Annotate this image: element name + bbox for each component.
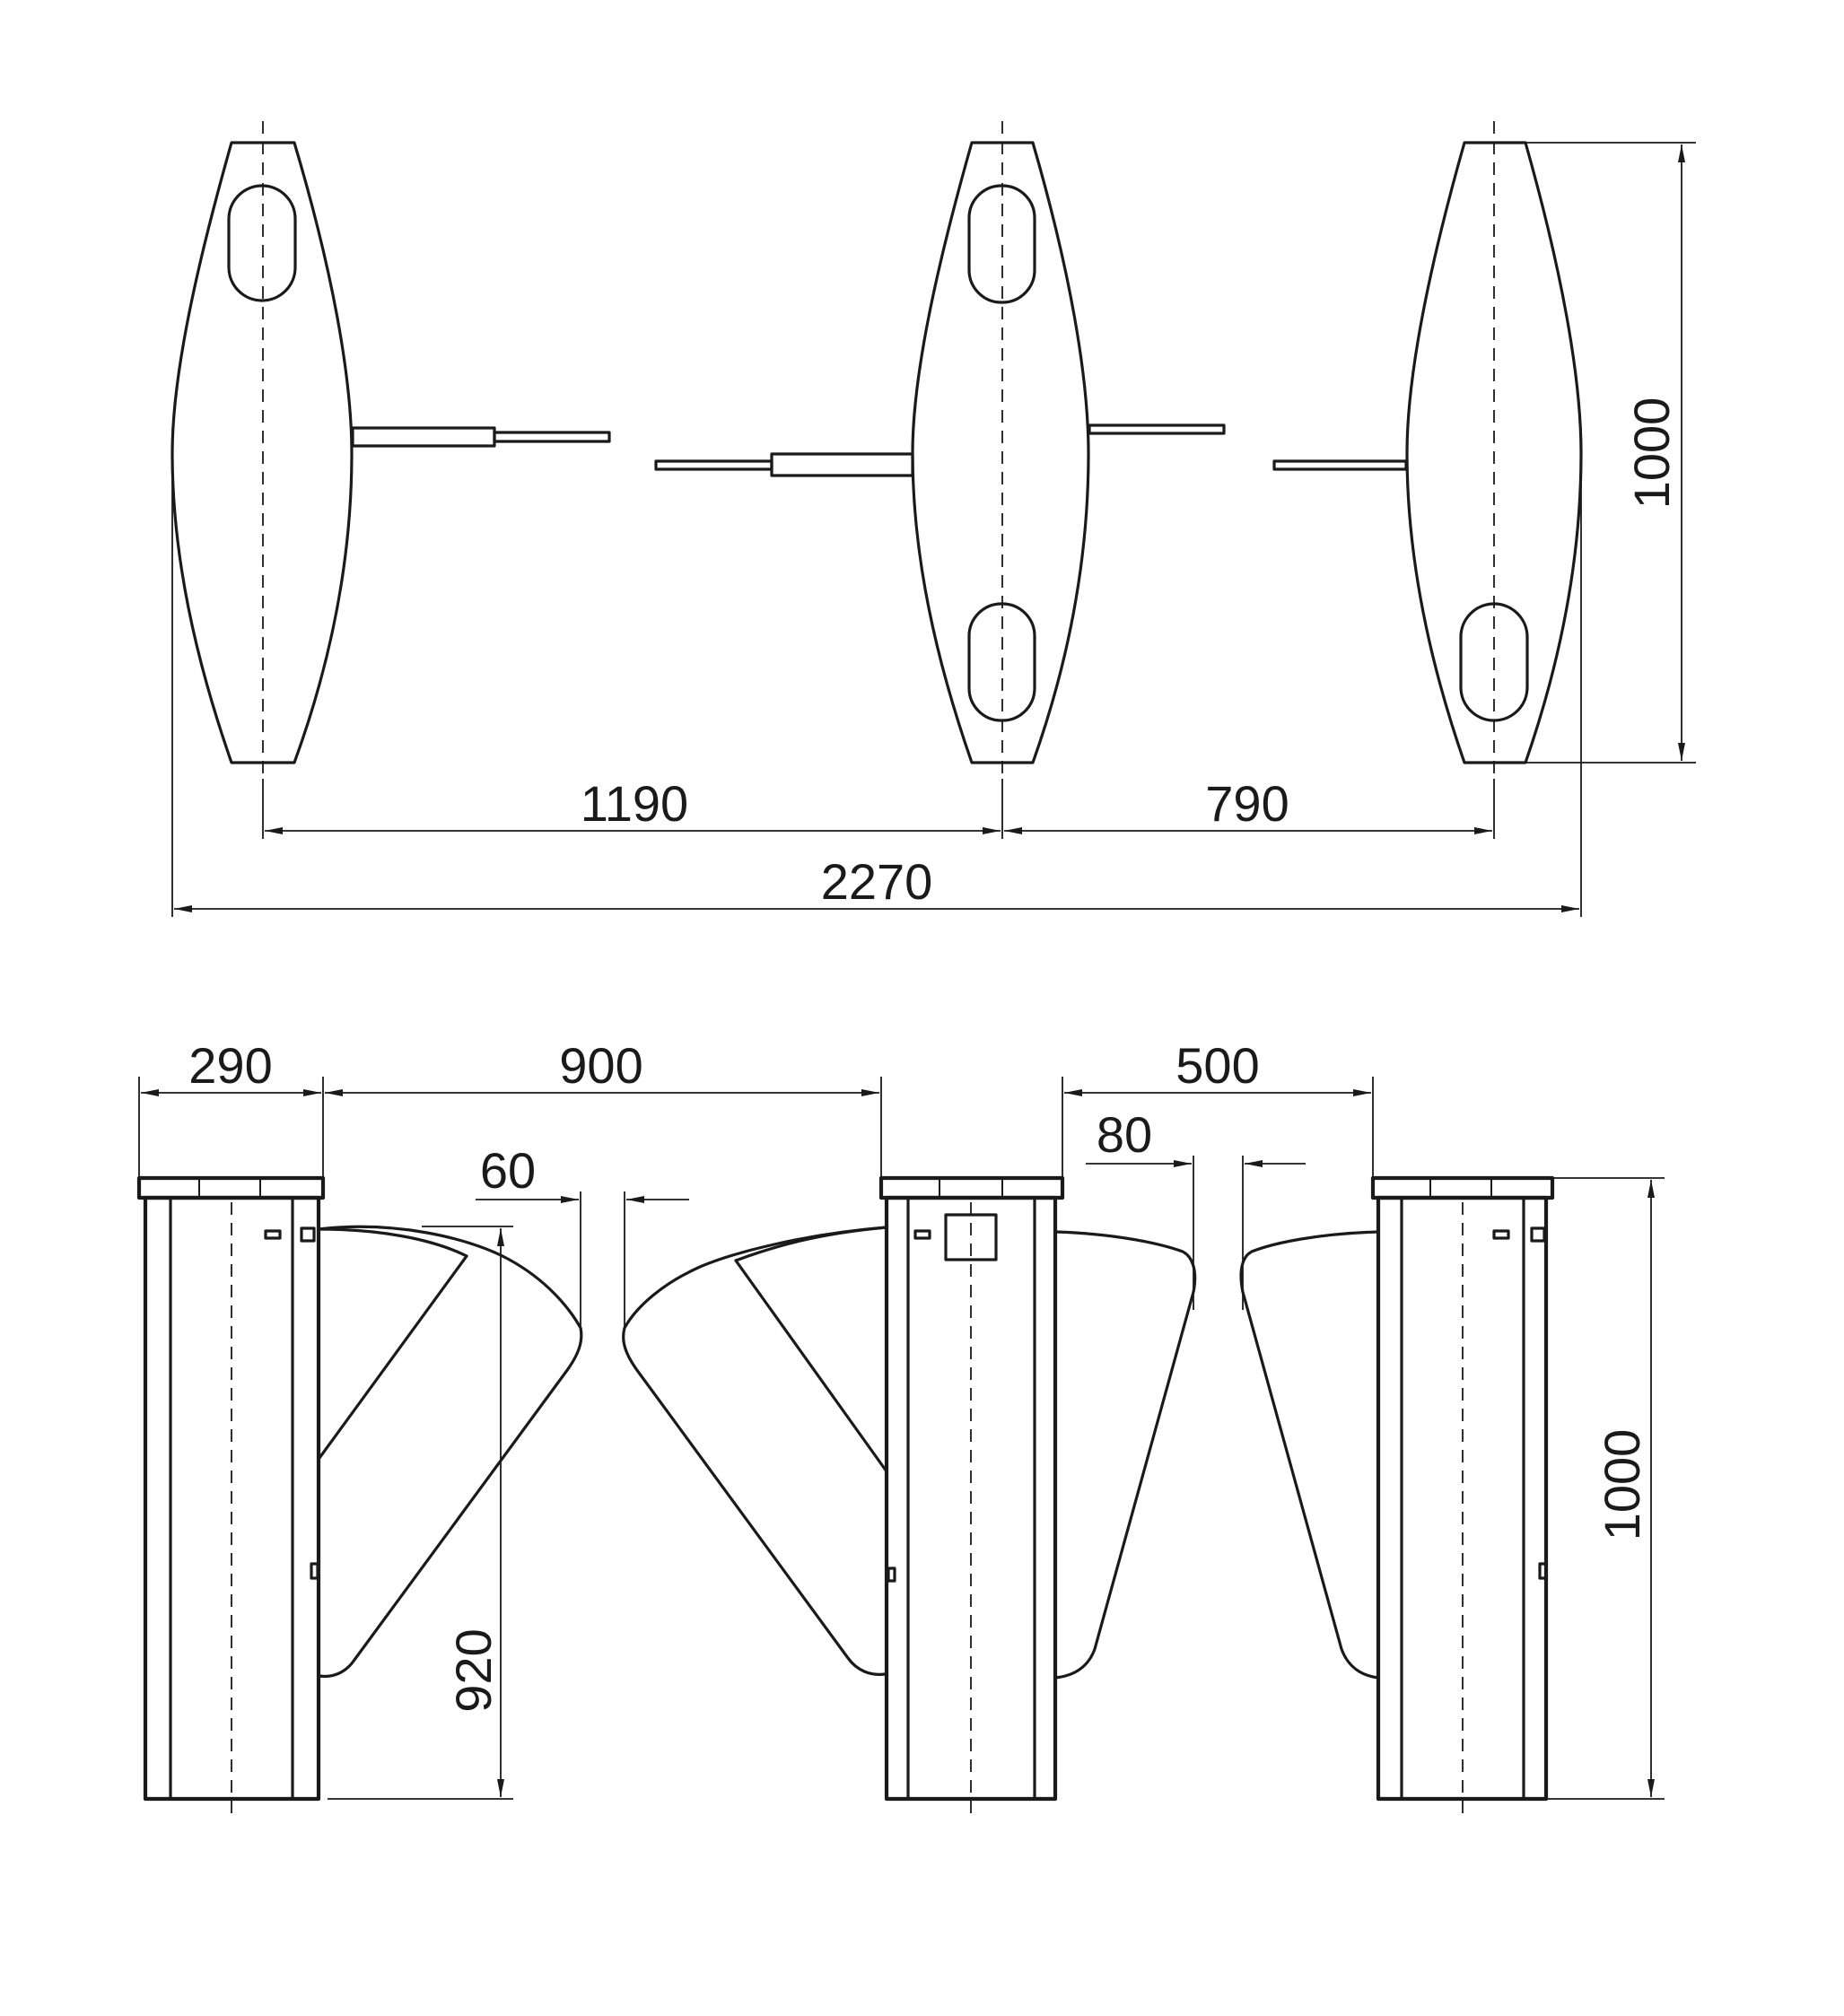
front-cabinet-middle: [622, 1175, 1197, 1820]
dim-flap-gap-narrow-label: 80: [1097, 1106, 1152, 1163]
top-cabinet-middle-cutout-top: [967, 184, 1036, 304]
front-cabinet-middle-cap: [878, 1175, 1065, 1200]
dim-passage-narrow-label: 500: [1175, 1037, 1259, 1094]
front-flap-left: [317, 1225, 583, 1679]
top-cabinet-right: [1272, 121, 1583, 779]
dim-gap-1: 1190: [262, 775, 1003, 839]
dim-cabinet-width: 290: [138, 1037, 324, 1178]
dim-overall-width-label: 2270: [821, 853, 933, 910]
top-arm-left-base: [351, 426, 496, 448]
dim-overall-width: 2270: [171, 453, 1582, 917]
dim-gap-2: 790: [1004, 775, 1495, 839]
front-view: 290 900 500 60 80: [136, 1037, 1665, 1820]
top-arm-middle-tip: [654, 459, 773, 471]
front-flap-right: [1239, 1230, 1380, 1680]
front-flap-middle-right: [1053, 1230, 1197, 1680]
dim-passage-wide: 900: [325, 1037, 882, 1178]
dim-flap-gap-wide: 60: [476, 1142, 689, 1328]
top-arm-right: [1272, 459, 1408, 471]
dim-cabinet-width-label: 290: [188, 1037, 272, 1094]
top-cabinet-left: [170, 121, 611, 779]
front-cabinet-left-cap: [136, 1175, 326, 1200]
dim-flap-gap-wide-label: 60: [480, 1142, 536, 1199]
front-flap-middle-left: [622, 1226, 888, 1676]
dim-flap-gap-narrow: 80: [1086, 1106, 1306, 1310]
dim-cabinet-height: 1000: [1546, 1177, 1665, 1800]
top-cabinet-left-cutout: [227, 184, 297, 302]
front-cabinet-left: [136, 1175, 583, 1820]
top-arm-left-tip: [493, 431, 611, 443]
dim-cabinet-height-label: 1000: [1594, 1429, 1650, 1541]
dim-top-depth: 1000: [1525, 142, 1696, 764]
dim-passage-narrow: 500: [1062, 1037, 1374, 1178]
top-cabinet-middle: [654, 121, 1226, 779]
top-arm-middle-right: [1088, 423, 1226, 435]
dim-passage-wide-label: 900: [559, 1037, 642, 1094]
top-arm-middle-base: [770, 452, 914, 477]
dim-gap-1-label: 1190: [581, 775, 688, 832]
front-cabinet-right-cap: [1370, 1175, 1555, 1200]
top-view: 1000 1190 790 2270: [170, 121, 1696, 917]
dim-top-depth-label: 1000: [1623, 397, 1680, 510]
front-cabinet-right: [1239, 1175, 1555, 1820]
dim-gap-2-label: 790: [1205, 775, 1289, 832]
dim-flap-height: 920: [328, 1226, 513, 1800]
dim-flap-height-label: 920: [445, 1628, 502, 1712]
